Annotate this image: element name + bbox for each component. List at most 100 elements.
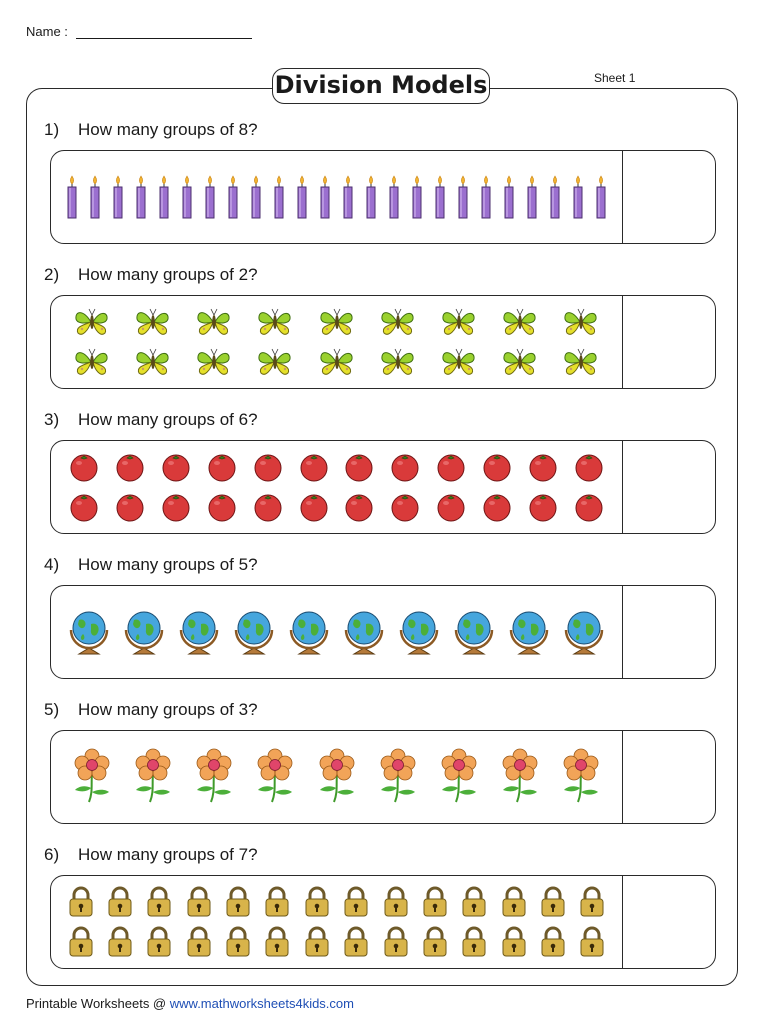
model-items [51,586,622,678]
padlock-icon [502,886,526,917]
model-box-3 [50,440,716,534]
butterfly-icon [258,349,291,375]
butterfly-icon [258,308,291,335]
model-items [51,296,622,388]
footer-link[interactable]: www.mathworksheets4kids.com [169,996,354,1011]
model-items [51,151,622,243]
padlock-icon [108,886,132,917]
flower-icon [319,748,354,803]
model-items [51,441,622,533]
globe-icon [565,611,604,655]
tomato-icon [345,494,373,522]
answer-box[interactable] [624,441,715,533]
footer-text: Printable Worksheets @ [26,996,170,1011]
tomato-icon [300,454,328,482]
flower-icon [441,748,477,803]
answer-divider [622,586,623,678]
globe-icon [179,611,218,655]
padlock-icon [384,886,408,917]
name-line[interactable] [75,24,252,39]
candle-icon [274,175,284,219]
padlock-icon [187,926,211,957]
padlock-icon [69,886,93,917]
answer-box[interactable] [624,586,715,678]
answer-box[interactable] [624,731,715,823]
flower-icon [563,748,599,803]
tomato-icon [575,454,603,482]
question-text: How many groups of 7? [78,845,258,864]
butterfly-icon [503,349,536,375]
model-box-5 [50,730,716,824]
question-number: 1) [44,120,60,139]
butterfly-icon [136,308,169,335]
name-field: Name : [26,24,252,39]
padlock-icon [147,926,171,957]
candle-icon [320,175,330,219]
candle-icon [228,175,238,219]
flower-icon [380,748,416,803]
globe-icon [234,611,274,655]
question-6: 6)How many groups of 7? [44,845,258,865]
padlock-icon [502,926,526,957]
answer-box[interactable] [624,296,715,388]
model-box-1 [50,150,716,244]
candle-icon [343,175,353,219]
padlock-icon [108,926,132,957]
butterfly-icon [319,349,353,375]
tomato-icon [208,454,236,482]
question-3: 3)How many groups of 6? [44,410,258,430]
tomato-icon [437,494,465,522]
tomato-icon [116,494,144,522]
question-number: 4) [44,555,60,574]
globe-icon [399,611,439,655]
question-number: 2) [44,265,60,284]
padlock-icon [423,886,447,917]
padlock-icon [69,926,93,957]
question-text: How many groups of 5? [78,555,258,574]
candle-icon [136,175,146,219]
padlock-icon [305,926,329,957]
candle-icon [481,175,491,219]
butterfly-icon [381,308,414,335]
padlock-icon [265,886,289,917]
flower-icon [257,748,293,803]
butterfly-icon [381,349,414,375]
tomato-icon [208,494,236,522]
tomato-icon [162,494,190,522]
tomato-icon [391,454,419,482]
globe-icon [455,611,494,655]
flower-icon [196,748,232,803]
question-text: How many groups of 3? [78,700,258,719]
question-5: 5) How many groups of 3? [44,700,258,720]
candle-icon [205,175,215,219]
candle-icon [90,175,100,219]
padlock-icon [580,926,604,957]
padlock-icon [265,926,289,957]
candle-icon [596,175,606,219]
tomato-icon [483,494,511,522]
tomato-icon [575,494,603,522]
question-4: 4) How many groups of 5? [44,555,258,575]
butterfly-icon [197,308,230,335]
model-box-6 [50,875,716,969]
answer-box[interactable] [624,151,715,243]
answer-box[interactable] [624,876,715,968]
padlock-icon [187,886,211,917]
page-title: Division Models [272,68,490,104]
butterfly-icon [503,308,536,335]
tomato-icon [391,494,419,522]
globe-icon [124,611,163,655]
question-number: 5) [44,700,60,719]
butterfly-icon [442,349,475,375]
tomato-icon [254,494,282,522]
padlock-icon [462,926,486,957]
butterfly-icon [197,349,230,375]
candle-icon [251,175,261,219]
model-box-4 [50,585,716,679]
butterfly-icon [564,308,597,335]
answer-divider [622,296,623,388]
answer-divider [622,151,623,243]
question-2: 2)How many groups of 2? [44,265,258,285]
tomato-icon [70,454,98,482]
candle-icon [366,175,376,219]
